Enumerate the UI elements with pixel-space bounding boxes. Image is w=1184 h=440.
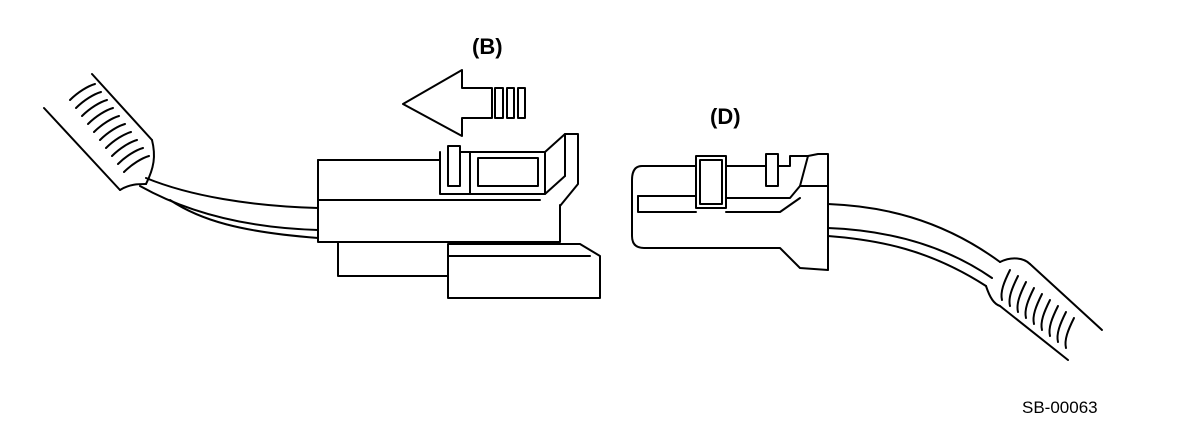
right-connector	[631, 153, 829, 271]
left-harness	[43, 73, 319, 239]
left-connector	[317, 133, 601, 299]
callout-d: (D)	[710, 104, 741, 129]
right-harness	[827, 203, 1103, 361]
callout-b: (B)	[472, 34, 503, 59]
arrow-left-icon	[402, 69, 526, 137]
figure-code: SB-00063	[1022, 398, 1098, 417]
